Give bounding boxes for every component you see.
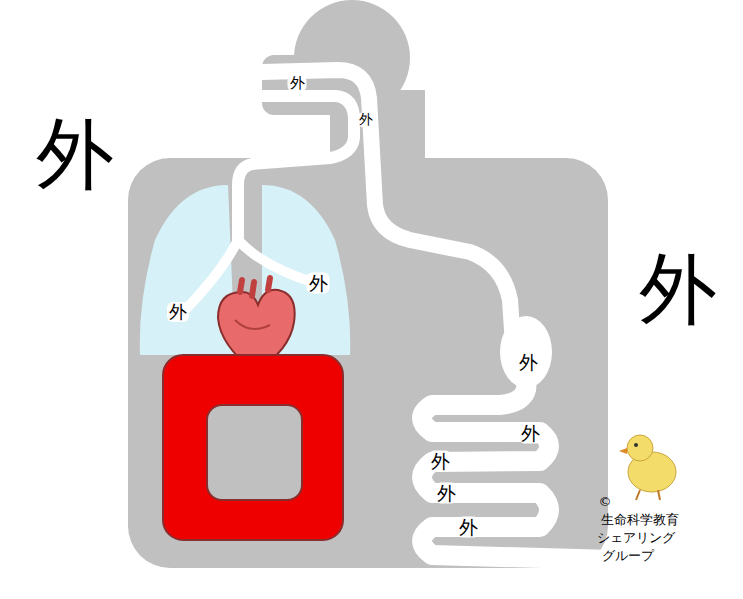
outside-label: 外 [517, 352, 540, 373]
outside-label: 外 [288, 75, 307, 92]
outside-label: 外 [519, 423, 542, 444]
circulation-ring [163, 355, 343, 540]
copyright-text: 生命科学教育 [601, 513, 679, 527]
chick-icon [619, 435, 676, 500]
tubes [185, 70, 612, 560]
copyright-text: シェアリング [597, 531, 675, 545]
outside-label: 外 [435, 483, 458, 504]
outside-label-large: 外 [639, 247, 717, 333]
copyright-mark: © [599, 495, 612, 509]
outside-label: 外 [307, 273, 330, 294]
copyright-text: グループ [602, 549, 654, 563]
body-silhouette [128, 0, 608, 568]
outside-label: 外 [167, 302, 189, 322]
outside-label: 外 [357, 112, 375, 127]
outside-label-large: 外 [36, 112, 114, 198]
outside-label: 外 [429, 451, 452, 472]
outside-label: 外 [457, 517, 480, 538]
